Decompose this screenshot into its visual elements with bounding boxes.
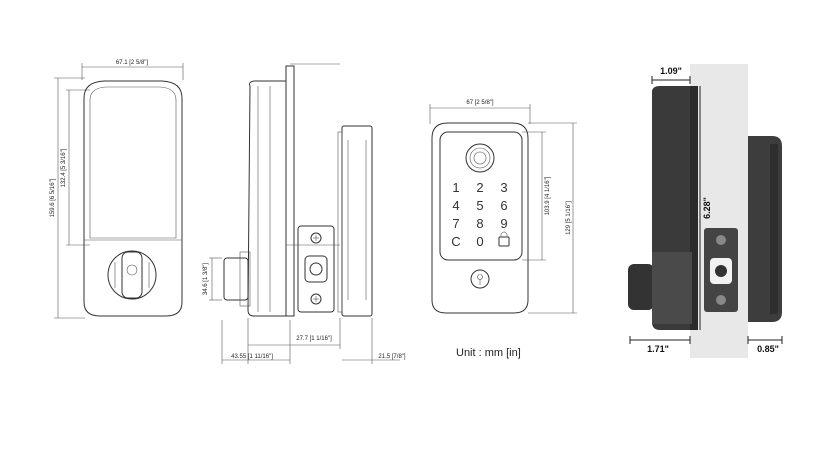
screw-icon — [310, 232, 322, 244]
screw-icon — [716, 235, 726, 245]
screw-icon — [716, 295, 726, 305]
photo-bottom-right: 0.85" — [757, 344, 779, 354]
photo-bottom-left: 1.71" — [647, 344, 669, 354]
key-3[interactable]: 3 — [500, 180, 507, 195]
key-0[interactable]: 0 — [476, 234, 483, 249]
door-edge — [690, 64, 748, 358]
bolt-height-label: 34.6 [1 3/8"] — [203, 263, 209, 295]
photo-view: 1.09" 6.28" 1.71" 0.85" — [628, 64, 783, 358]
key-9[interactable]: 9 — [500, 216, 507, 231]
key-2[interactable]: 2 — [476, 180, 483, 195]
keyhole-icon — [715, 265, 727, 277]
photo-top-width: 1.09" — [660, 66, 682, 76]
outer-depth-label: 43.55 [1 11/16"] — [231, 354, 273, 360]
key-5[interactable]: 5 — [476, 198, 483, 213]
side-view: 34.6 [1 3/8"] 27.7 [1 1/16"] 43.55 [1 11… — [203, 63, 406, 364]
keypad-view: 67 [2 5/8"] 1 2 3 4 5 6 7 8 9 C 0 — [429, 100, 577, 314]
front-width-label: 67.1 [2 5/8"] — [116, 60, 148, 66]
key-6[interactable]: 6 — [500, 198, 507, 213]
front-inner-height-label: 132.4 [5 3/16"] — [61, 148, 67, 187]
front-height-label: 159.6 [6 5/16"] — [50, 178, 56, 217]
front-view: 67.1 [2 5/8"] 159.6 [6 5/16"] 132.4 [5 3… — [50, 60, 184, 319]
fingerprint-icon — [465, 143, 495, 173]
key-7[interactable]: 7 — [452, 216, 459, 231]
keypad-total-height-label: 129 [5 1/16"] — [566, 201, 572, 235]
inner-depth-label: 21.5 [7/8"] — [378, 354, 405, 360]
unit-label: Unit : mm [in] — [456, 347, 521, 359]
thumb-turn — [121, 251, 143, 299]
photo-height: 6.28" — [702, 197, 712, 219]
keyhole-icon — [309, 262, 323, 276]
keypad-grid: 1 2 3 4 5 6 7 8 9 C 0 — [451, 180, 510, 249]
keypad-width-label: 67 [2 5/8"] — [466, 100, 493, 106]
spindle-length-label: 27.7 [1 1/16"] — [296, 336, 332, 342]
key-1[interactable]: 1 — [452, 180, 459, 195]
key-8[interactable]: 8 — [476, 216, 483, 231]
keypad-height-label: 103.9 [4 1/16"] — [545, 176, 551, 215]
lock-key-icon[interactable] — [498, 231, 510, 247]
keyhole-icon — [470, 269, 490, 289]
screw-icon — [310, 293, 322, 305]
key-c[interactable]: C — [451, 234, 460, 249]
key-4[interactable]: 4 — [452, 198, 459, 213]
